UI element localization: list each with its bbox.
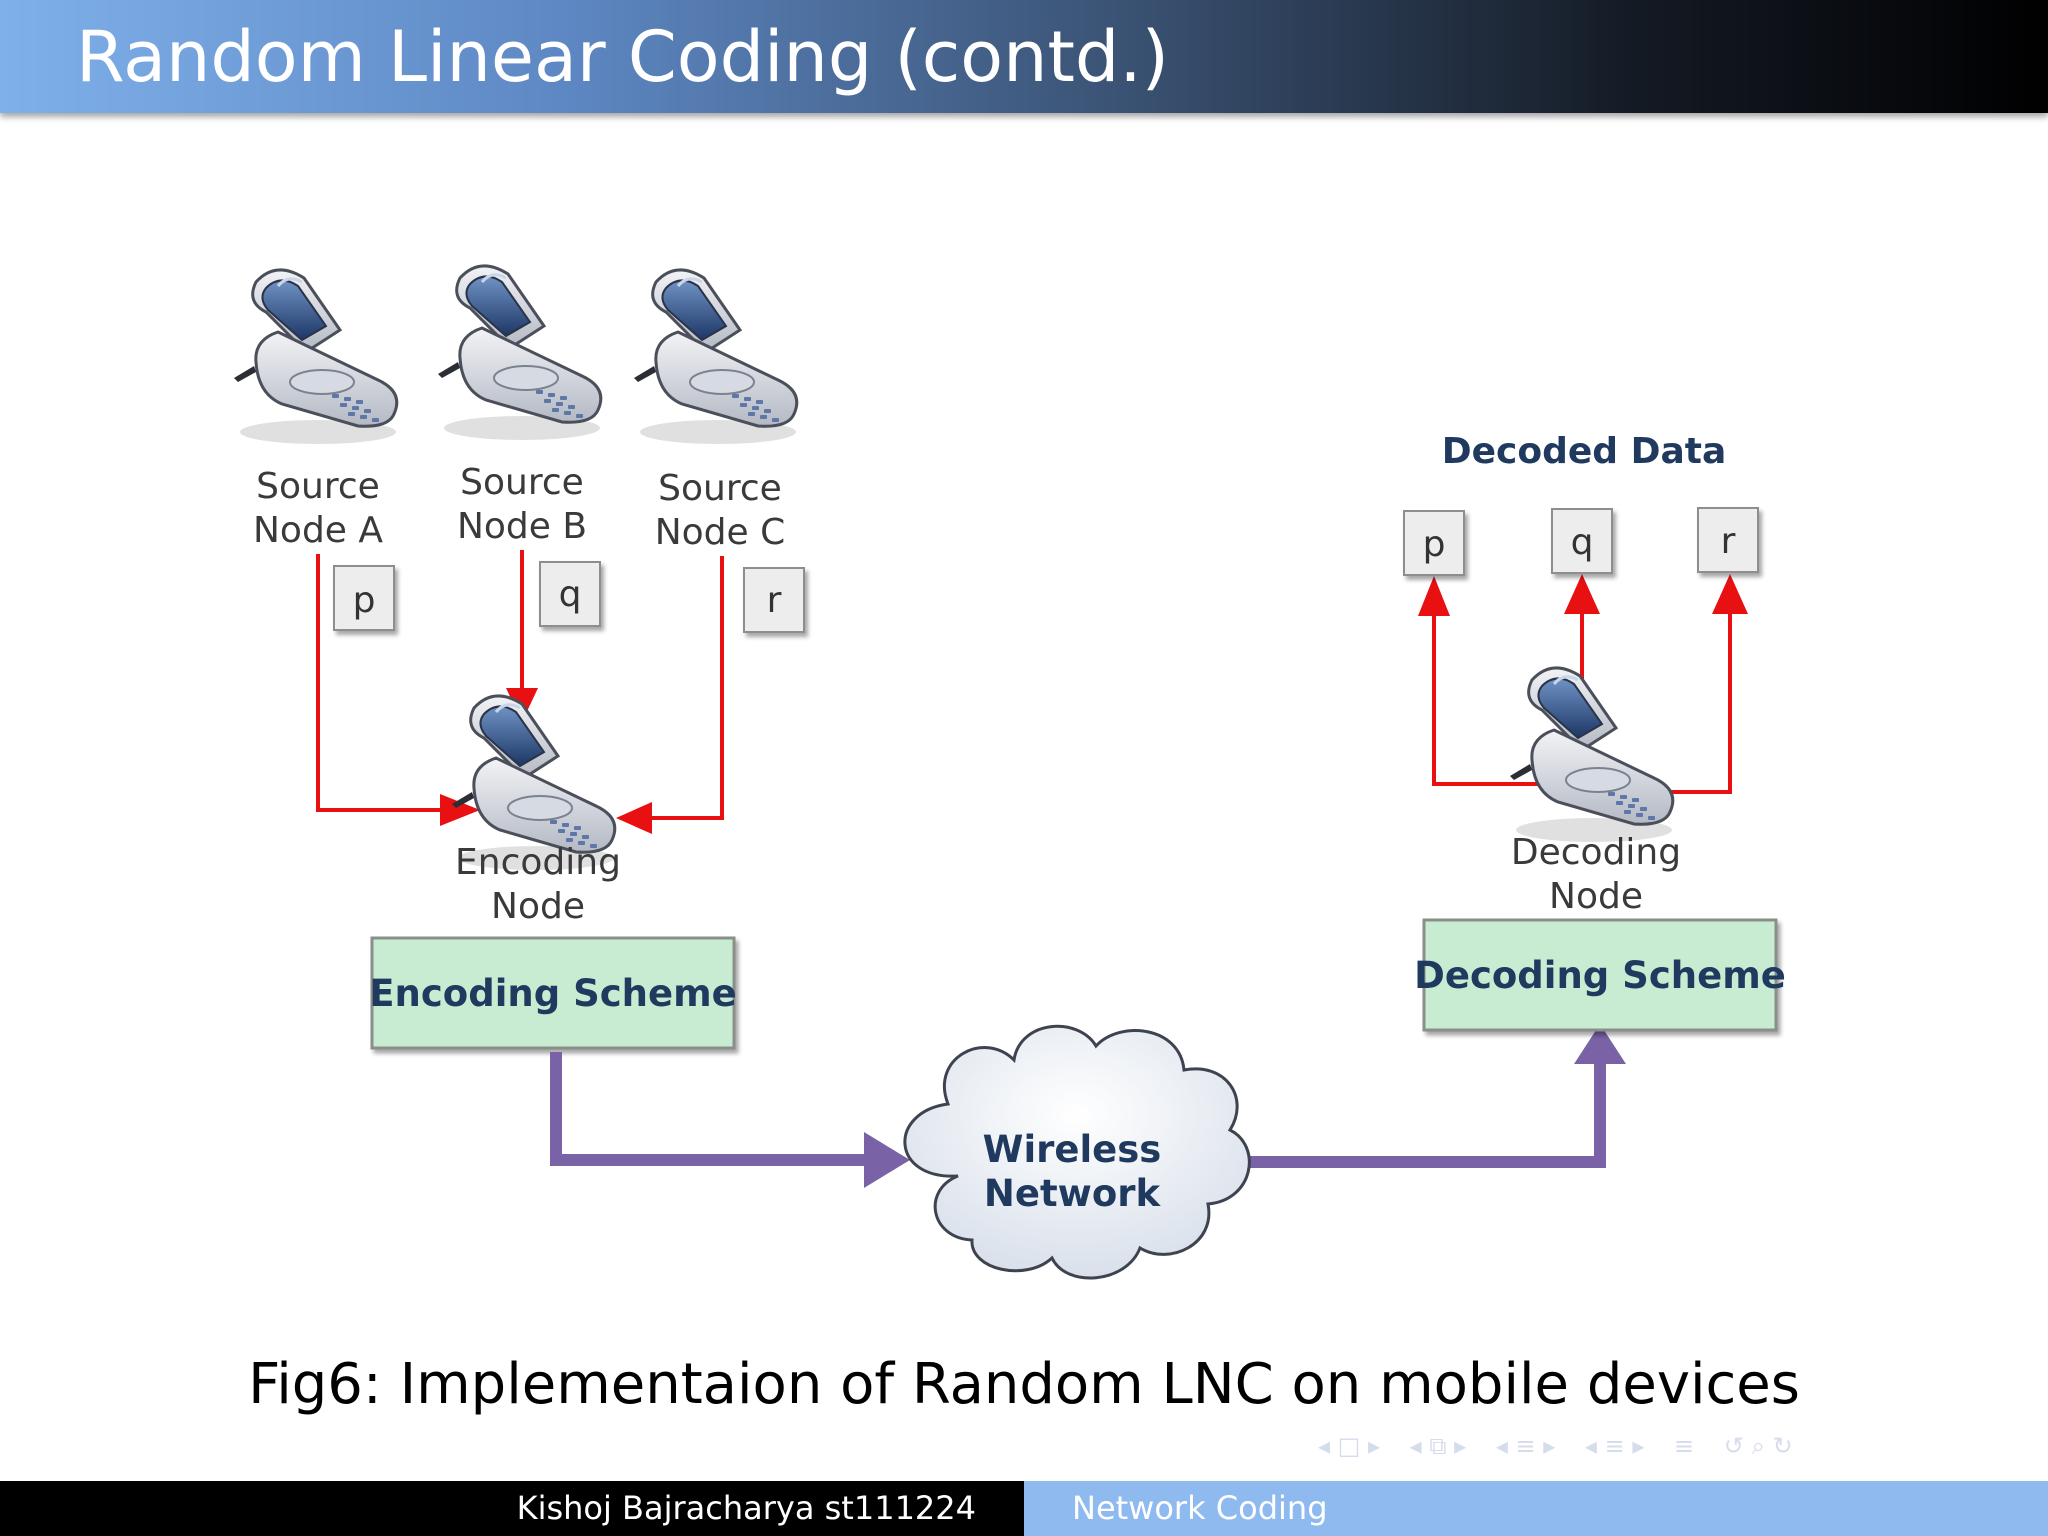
wireless-network-cloud: Wireless Network [903,1024,1251,1280]
svg-text:q: q [559,574,582,615]
svg-text:p: p [1423,524,1446,565]
nav-subsection-icon[interactable]: ◂ ⧉ ▸ [1409,1432,1467,1460]
decoding-node-label: Node [1549,876,1643,917]
decoded-data-title: Decoded Data [1442,431,1727,472]
footer-short-title: Network Coding [1072,1489,1328,1527]
packet-box-r: r [744,568,804,632]
source-node-c-label: Node C [655,512,786,553]
title-bar: Random Linear Coding (contd.) [0,0,2048,113]
source-node-a-phone-icon [232,268,399,446]
packet-box-p: p [334,566,394,630]
arrow-c-to-encoder [650,556,724,820]
footer: Kishoj Bajracharya st111224 Network Codi… [0,1481,2048,1536]
source-node-b-phone-icon [436,264,603,442]
packet-box-q: q [540,562,600,626]
encoding-node-label: Encoding [455,842,621,883]
footer-title-panel: Network Coding [1024,1481,2048,1536]
slide-title: Random Linear Coding (contd.) [76,16,1169,98]
svg-text:q: q [1571,522,1594,563]
arrow-encoder-to-network [550,1052,868,1166]
source-node-a-label: Node A [253,510,383,551]
beamer-navigation: ◂ □ ▸ ◂ ⧉ ▸ ◂ ≡ ▸ ◂ ≡ ▸ ≡ ↺ ⌕ ↻ [1318,1432,1815,1468]
arrow-decoder-to-p [1432,612,1540,786]
nav-section-icon[interactable]: ◂ ≡ ▸ [1495,1432,1556,1460]
figure-caption: Fig6: Implementaion of Random LNC on mob… [248,1352,1800,1417]
arrow-a-to-encoder [316,554,440,812]
svg-text:Decoding Scheme: Decoding Scheme [1414,954,1786,997]
svg-text:p: p [353,580,376,621]
wireless-network-label: Network [984,1172,1162,1215]
svg-text:Encoding Scheme: Encoding Scheme [369,972,737,1015]
decoded-packet-r: r [1698,508,1758,572]
source-node-a-label: Source [256,466,380,507]
encoding-scheme-box: Encoding Scheme [369,936,737,1050]
source-node-c-phone-icon [632,268,799,446]
nav-frame-icon[interactable]: ◂ □ ▸ [1318,1432,1381,1460]
decoded-packet-q: q [1552,509,1612,573]
footer-author: Kishoj Bajracharya st111224 [516,1489,976,1527]
source-node-b-label: Source [460,462,584,503]
source-node-c-label: Source [658,468,782,509]
source-node-b-label: Node B [457,506,587,547]
arrow-decoder-to-r [1670,610,1732,794]
nav-toc-icon[interactable]: ≡ [1674,1432,1695,1460]
decoded-packet-p: p [1404,511,1464,575]
arrow-network-to-decoder [1244,1060,1606,1168]
decoding-node-phone-icon [1508,666,1675,844]
svg-text:r: r [767,580,782,621]
decoding-scheme-box: Decoding Scheme [1414,918,1786,1032]
nav-subsection-list-icon[interactable]: ◂ ≡ ▸ [1584,1432,1645,1460]
footer-author-panel: Kishoj Bajracharya st111224 [0,1481,1024,1536]
svg-text:r: r [1721,521,1736,562]
wireless-network-label: Wireless [983,1128,1162,1171]
encoding-node-label: Node [491,886,585,927]
nav-search-icon[interactable]: ↺ ⌕ ↻ [1723,1432,1793,1460]
